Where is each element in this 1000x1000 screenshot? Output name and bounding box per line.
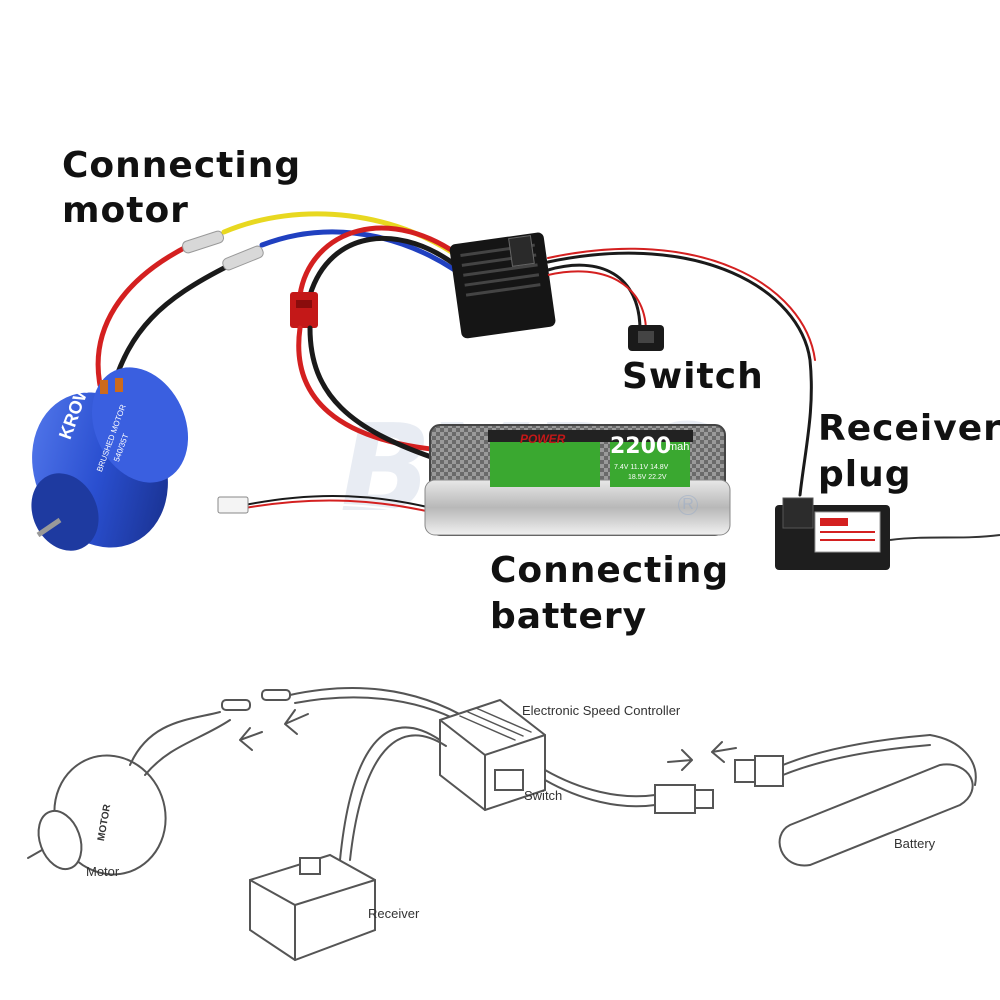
battery-brand: POWER: [520, 432, 566, 446]
diagram-label-motor: Motor: [86, 864, 120, 879]
battery-lead: [296, 325, 443, 463]
diagram-label-receiver: Receiver: [368, 906, 420, 921]
receiver-wire: [546, 247, 816, 497]
diagram-label-battery: Battery: [894, 836, 936, 851]
battery-capacity: 2200: [610, 434, 672, 459]
battery-pack: [424, 424, 731, 536]
motor-can: [31, 367, 189, 551]
label-switch: Switch: [622, 356, 764, 397]
esc-body: [449, 232, 556, 339]
bullet-connectors: [181, 230, 264, 271]
label-connecting-motor-line2: motor: [62, 190, 189, 231]
label-connecting-battery-line2: battery: [490, 596, 648, 637]
label-receiver-plug-line1: Receiver: [818, 408, 1000, 449]
diagram-label-switch: Switch: [524, 788, 563, 803]
balance-lead: [217, 494, 441, 519]
deans-connector: [290, 292, 318, 328]
motor-wires: [95, 242, 233, 393]
battery-voltages-row2: 18.5V 22.2V: [628, 474, 667, 481]
battery-unit: mah: [668, 441, 690, 453]
receiver-unit: [775, 497, 1000, 570]
diagram-label-esc: Electronic Speed Controller: [522, 703, 681, 718]
battery-voltages-row1: 7.4V 11.1V 14.8V: [614, 464, 669, 471]
label-connecting-motor-line1: Connecting: [62, 145, 302, 186]
esc-power-wires: [297, 225, 471, 298]
label-connecting-battery-line1: Connecting: [490, 550, 730, 591]
watermark-registered-mark: R: [678, 495, 698, 515]
label-receiver-plug-line2: plug: [818, 454, 912, 495]
wiring-diagram-sketch: [27, 687, 977, 962]
switch-assembly: [547, 263, 664, 351]
